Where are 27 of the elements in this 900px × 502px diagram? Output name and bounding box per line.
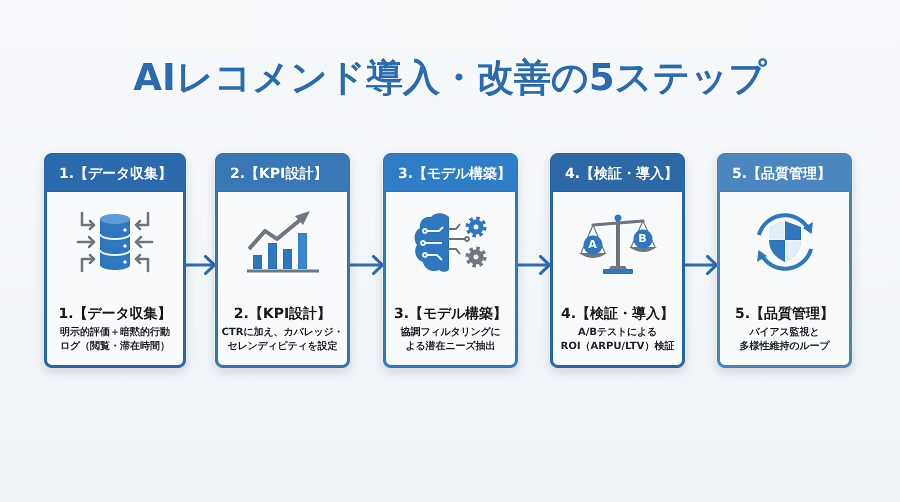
- pan-letter: A: [587, 239, 598, 251]
- step-header: 3.【モデル構築】: [386, 156, 515, 192]
- step-card: [44, 153, 186, 368]
- step-card: [550, 153, 685, 368]
- step-title: 2.【KPI設計】: [234, 305, 332, 323]
- step-header: 2.【KPI設計】: [218, 156, 347, 192]
- step-description: バイアス監視と多様性維持のループ: [740, 326, 830, 354]
- step-title: 5.【品質管理】: [734, 305, 834, 323]
- step-header: 1.【データ収集】: [47, 156, 183, 192]
- step-description: 協調フィルタリングによる潜在ニーズ抽出: [400, 326, 500, 354]
- step-description: A/BテストによるROI（ARPU/LTV）検証: [560, 326, 674, 354]
- arrow: [518, 255, 551, 275]
- arrow: [186, 255, 216, 275]
- arrow: [350, 255, 384, 275]
- step-description: CTRに加え、カバレッジ・セレンディピティを設定: [222, 326, 344, 354]
- step-card: [717, 153, 852, 368]
- step-card: [383, 153, 518, 368]
- pan-letter: B: [637, 233, 648, 245]
- step-header: 5.【品質管理】: [720, 156, 849, 192]
- arrow: [685, 255, 718, 275]
- step-title: 1.【データ収集】: [58, 305, 172, 323]
- diagram-title: AIレコメンド導入・改善の5ステップ: [132, 55, 768, 101]
- step-title: 4.【検証・導入】: [560, 305, 674, 323]
- step-title: 3.【モデル構築】: [394, 305, 508, 323]
- step-description: 明示的評価＋暗黙的行動ログ（閲覧・滞在時間）: [60, 326, 170, 354]
- step-card: [215, 153, 350, 368]
- step-header: 4.【検証・導入】: [553, 156, 682, 192]
